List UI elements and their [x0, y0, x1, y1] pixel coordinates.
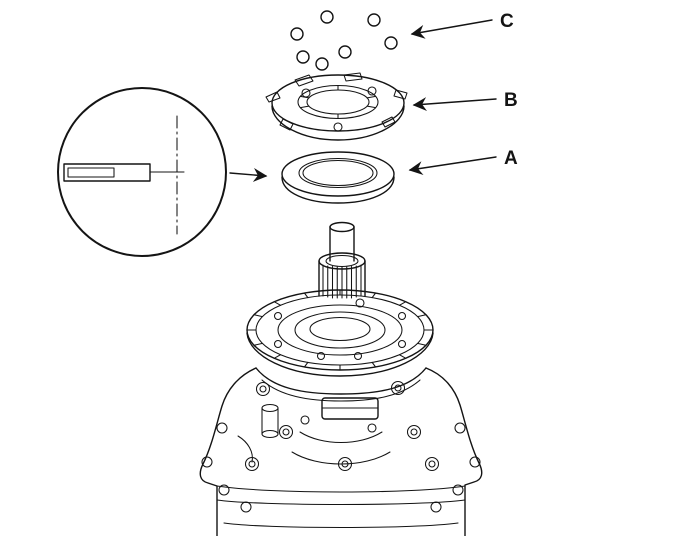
drum-bolt-hole — [397, 339, 407, 349]
callout-label-c: C — [500, 11, 514, 32]
retainer-slots — [299, 84, 377, 120]
accumulator-cylinder — [261, 403, 279, 439]
washer-cross-section — [63, 163, 151, 182]
housing-skirt-line — [216, 499, 466, 506]
drum-bolt-hole — [273, 339, 283, 349]
flange-bolt-hole — [201, 456, 213, 468]
retainer-hole — [333, 122, 343, 132]
callout-arrow-a — [408, 156, 497, 176]
shaft-oil-hole — [355, 298, 365, 308]
magnified-inset — [57, 87, 268, 257]
callout-label-a: A — [504, 148, 518, 169]
retainer-hole — [301, 88, 311, 98]
flange-bolt-hole — [430, 501, 442, 513]
retainer-lug — [279, 118, 294, 131]
housing-left-contour — [199, 367, 257, 536]
check-ball — [384, 36, 398, 50]
drum-teeth — [246, 289, 434, 371]
housing-right-contour — [425, 367, 483, 536]
housing-rib — [299, 431, 383, 444]
housing-rib — [237, 435, 253, 463]
drum-bolt-hole — [273, 311, 283, 321]
transmission-housing — [199, 367, 483, 536]
check-balls-group — [290, 10, 398, 71]
flange-bolt-hole — [216, 422, 228, 434]
flange-bolt-hole — [218, 484, 230, 496]
drum-bolt-hole — [316, 351, 326, 361]
retainer-lug — [265, 91, 281, 103]
callout-arrow-c — [410, 19, 493, 39]
magnifier-callout-arrow — [229, 167, 268, 182]
inset-circle — [57, 87, 227, 257]
check-ball — [296, 50, 310, 64]
callout-arrow-b — [412, 97, 497, 112]
housing-bottom-flange — [216, 485, 466, 493]
drum-bolt-hole — [397, 311, 407, 321]
drum-bolt-hole — [353, 351, 363, 361]
drum-rim — [246, 332, 434, 377]
retainer-lug — [294, 74, 314, 87]
check-ball — [290, 27, 304, 41]
check-ball — [338, 45, 352, 59]
housing-port — [367, 423, 377, 433]
flange-bolt-hole — [452, 484, 464, 496]
callouts: C B A — [408, 11, 518, 176]
retainer-lug — [343, 72, 363, 82]
check-ball — [320, 10, 334, 24]
input-shaft — [318, 221, 366, 308]
retainer-lug — [393, 89, 408, 100]
retainer-plate-b — [265, 72, 408, 141]
housing-port — [300, 415, 310, 425]
washer-cross-section-core — [67, 167, 115, 178]
flange-bolt-hole — [469, 456, 481, 468]
bolt-boss — [244, 380, 440, 472]
retainer-hole — [367, 86, 377, 96]
clutch-drum — [246, 289, 434, 377]
housing-skirt-line — [223, 522, 459, 529]
callout-label-b: B — [504, 90, 518, 111]
thrust-washer-a — [281, 151, 395, 204]
check-ball — [367, 13, 381, 27]
housing-top-flange-inner — [261, 379, 421, 402]
flange-bolt-hole — [240, 501, 252, 513]
flange-bolt-hole — [454, 422, 466, 434]
check-ball — [315, 57, 329, 71]
shaft-splines — [322, 264, 362, 299]
housing-rib — [291, 451, 391, 465]
retainer-lug — [381, 116, 396, 128]
housing-top-flange — [255, 367, 427, 395]
